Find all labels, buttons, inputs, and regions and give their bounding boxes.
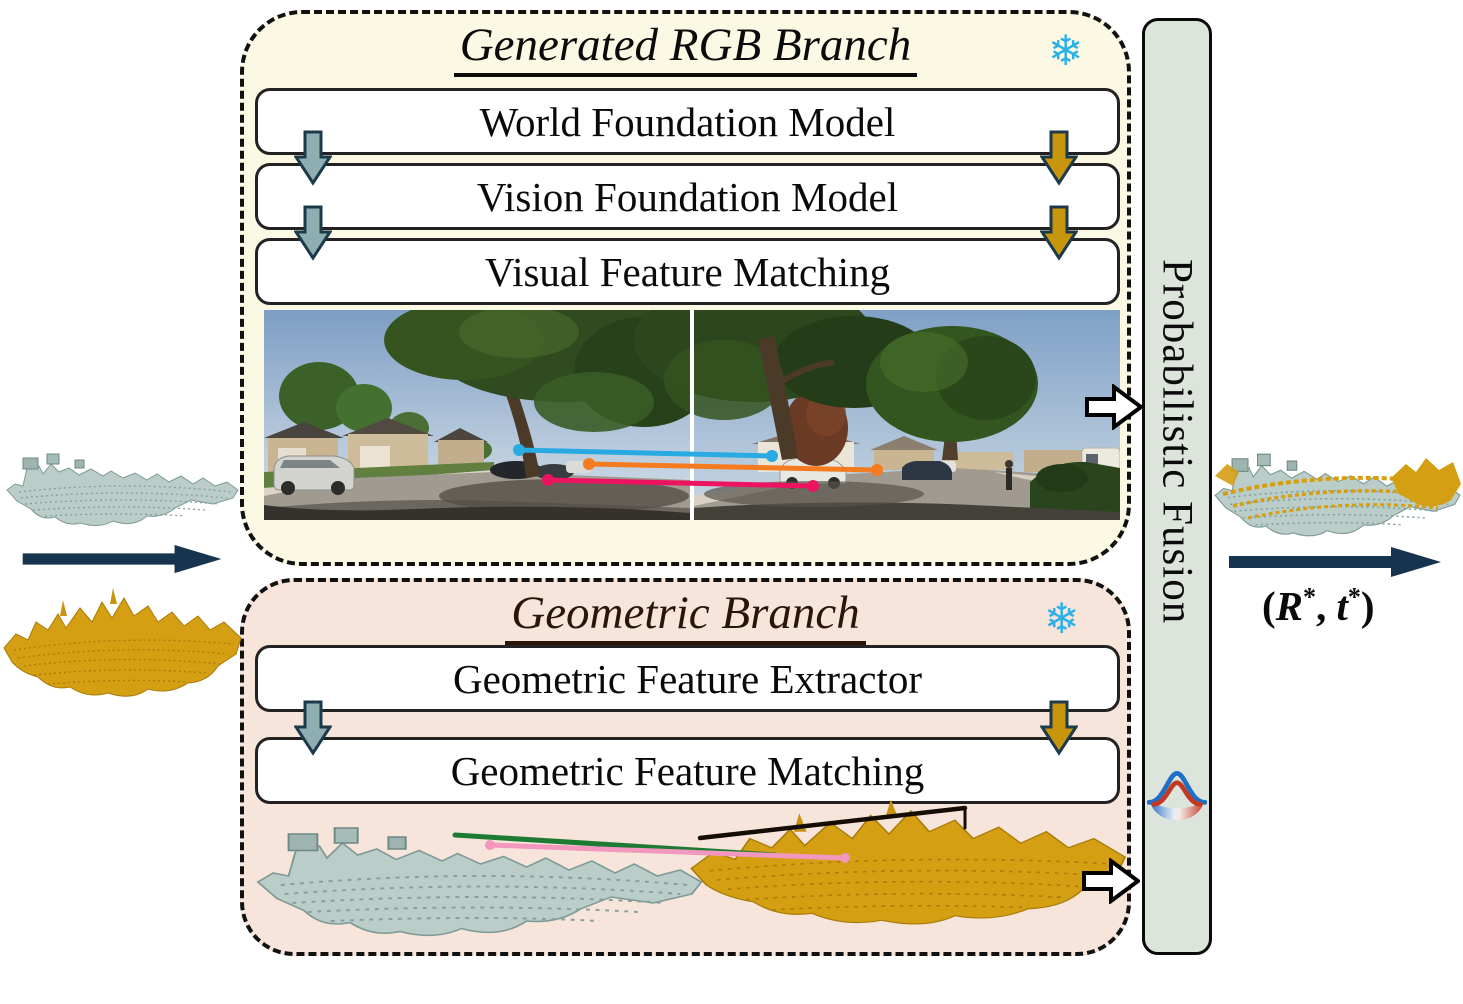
probabilistic-fusion-box: Probabilistic Fusion bbox=[1142, 18, 1212, 955]
stage-box-geometric-feature-matching: Geometric Feature Matching bbox=[255, 737, 1120, 804]
stage-label: Geometric Feature Extractor bbox=[453, 655, 922, 702]
rgb-to-fusion-arrow-icon bbox=[1085, 384, 1143, 430]
geometric-branch-title: Geometric Branch bbox=[240, 587, 1131, 645]
stage-label: Vision Foundation Model bbox=[476, 173, 899, 220]
stage-label: Visual Feature Matching bbox=[484, 248, 891, 295]
rgb-branch-title-text: Generated RGB Branch bbox=[453, 19, 918, 77]
down-arrow-gray-icon bbox=[294, 130, 332, 186]
down-arrow-gray-icon bbox=[294, 700, 332, 756]
frozen-snowflake-icon: ❄ bbox=[1044, 594, 1080, 643]
translation-symbol: t bbox=[1336, 583, 1348, 629]
down-arrow-gold-icon bbox=[1040, 205, 1078, 261]
output-flow-arrow-icon bbox=[1229, 547, 1441, 577]
stage-label: World Foundation Model bbox=[479, 98, 896, 145]
paren-open: ( bbox=[1262, 583, 1276, 629]
probabilistic-fusion-label: Probabilistic Fusion bbox=[1153, 258, 1201, 625]
geo-to-fusion-arrow-icon bbox=[1082, 858, 1140, 904]
stage-box-geometric-feature-extractor: Geometric Feature Extractor bbox=[255, 645, 1120, 712]
output-pose-label: (R*, t*) bbox=[1262, 582, 1375, 630]
input-flow-arrow-icon bbox=[22, 544, 222, 574]
gaussian-distributions-icon bbox=[1147, 771, 1207, 821]
input-target-point-cloud bbox=[3, 587, 242, 697]
street-view-image-right bbox=[634, 310, 1120, 520]
street-view-image-left bbox=[264, 310, 714, 520]
down-arrow-gray-icon bbox=[294, 205, 332, 261]
matched-point-clouds bbox=[256, 798, 1127, 937]
star: * bbox=[1303, 582, 1317, 612]
stage-box-visual-feature-matching: Visual Feature Matching bbox=[255, 238, 1120, 305]
down-arrow-gold-icon bbox=[1040, 700, 1078, 756]
down-arrow-gold-icon bbox=[1040, 130, 1078, 186]
paren-close: ) bbox=[1360, 583, 1375, 629]
visual-match-lines bbox=[513, 444, 883, 492]
comma: , bbox=[1316, 583, 1337, 629]
input-source-point-cloud bbox=[6, 453, 239, 527]
geometric-branch-title-text: Geometric Branch bbox=[505, 587, 866, 645]
image-divider bbox=[690, 310, 694, 520]
stage-label: Geometric Feature Matching bbox=[450, 747, 925, 794]
matched-street-images bbox=[264, 310, 1120, 520]
rotation-symbol: R bbox=[1275, 583, 1304, 629]
star: * bbox=[1347, 582, 1361, 612]
frozen-snowflake-icon: ❄ bbox=[1048, 26, 1084, 75]
geometric-match-lines bbox=[452, 805, 968, 863]
output-registered-point-cloud bbox=[1214, 453, 1461, 537]
stage-box-world-foundation-model: World Foundation Model bbox=[255, 88, 1120, 155]
geometric-target-cloud bbox=[690, 798, 1127, 926]
rgb-branch-title: Generated RGB Branch bbox=[240, 19, 1131, 77]
stage-box-vision-foundation-model: Vision Foundation Model bbox=[255, 163, 1120, 230]
